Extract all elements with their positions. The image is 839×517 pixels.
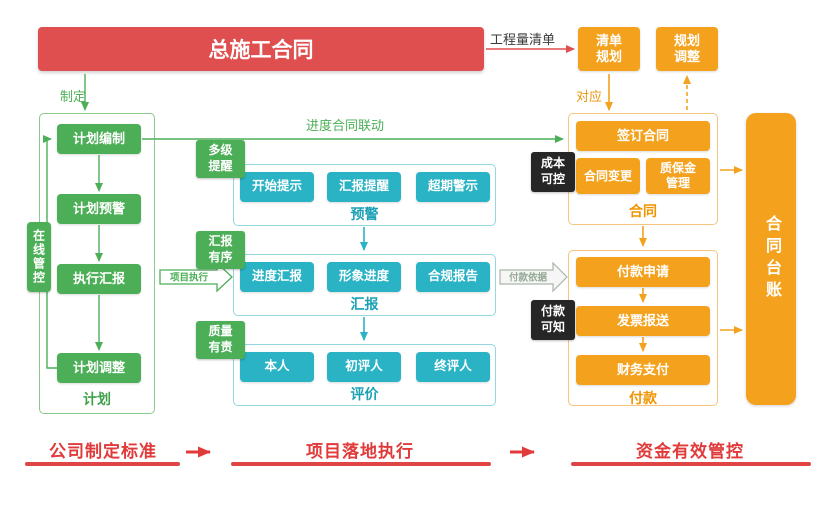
warning-group-frame bbox=[233, 164, 496, 226]
main-contract-banner: 总施工合同 bbox=[38, 27, 484, 71]
node-final-reviewer: 终评人 bbox=[416, 352, 490, 382]
tag-cost-control: 成本可控 bbox=[531, 152, 575, 192]
node-plan-compile: 计划编制 bbox=[57, 124, 141, 154]
node-report-remind: 汇报提醒 bbox=[327, 172, 401, 202]
tag-orderly-report: 汇报有序 bbox=[196, 231, 245, 269]
node-payment-apply: 付款申请 bbox=[576, 257, 710, 287]
node-list-planning: 清单规划 bbox=[578, 27, 640, 71]
node-retention-mgmt: 质保金管理 bbox=[646, 158, 710, 194]
step-underline-1 bbox=[25, 462, 180, 466]
node-contract-ledger: 合同台账 bbox=[746, 113, 796, 405]
pay-basis-label: 付款依据 bbox=[509, 272, 548, 284]
node-contract-change: 合同变更 bbox=[576, 158, 640, 194]
tag-quality-duty: 质量有责 bbox=[196, 321, 245, 359]
caption-report: 汇报 bbox=[350, 296, 379, 312]
node-start-prompt: 开始提示 bbox=[240, 172, 314, 202]
pay-basis-block-arrow bbox=[499, 261, 568, 293]
step-underline-2 bbox=[231, 462, 491, 466]
tag-online-control: 在线管控 bbox=[27, 222, 51, 292]
exec-arrow-label: 项目执行 bbox=[170, 272, 209, 284]
label-boq: 工程量清单 bbox=[490, 32, 556, 47]
evaluate-group-frame bbox=[233, 344, 496, 406]
label-progress-link: 进度合同联动 bbox=[305, 118, 384, 133]
node-overdue-alert: 超期警示 bbox=[416, 172, 490, 202]
node-plan-adjustment: 计划调整 bbox=[57, 353, 141, 383]
node-invoice-submit: 发票报送 bbox=[576, 306, 710, 336]
caption-contract: 合同 bbox=[629, 203, 657, 219]
node-plan-adjust: 规划调整 bbox=[656, 27, 718, 71]
node-progress-report: 进度汇报 bbox=[240, 262, 314, 292]
node-first-reviewer: 初评人 bbox=[327, 352, 401, 382]
tag-multi-remind: 多级提醒 bbox=[196, 140, 245, 178]
caption-payment: 付款 bbox=[629, 390, 657, 406]
node-compliance-report: 合规报告 bbox=[416, 262, 490, 292]
caption-evaluate: 评价 bbox=[350, 386, 379, 402]
tag-payment-known: 付款可知 bbox=[531, 300, 575, 340]
step-fund-control: 资金有效管控 bbox=[636, 442, 744, 461]
report-group-frame bbox=[233, 254, 496, 316]
label-make: 制定 bbox=[60, 89, 87, 104]
node-sign-contract: 签订合同 bbox=[576, 121, 710, 151]
node-finance-pay: 财务支付 bbox=[576, 355, 710, 385]
caption-warning: 预警 bbox=[350, 206, 379, 222]
node-plan-warning: 计划预警 bbox=[57, 194, 141, 224]
node-image-progress: 形象进度 bbox=[327, 262, 401, 292]
caption-plan: 计划 bbox=[83, 391, 111, 407]
step-underline-3 bbox=[571, 462, 811, 466]
node-self: 本人 bbox=[240, 352, 314, 382]
label-correspond: 对应 bbox=[576, 89, 603, 104]
step-project-execution: 项目落地执行 bbox=[306, 442, 414, 461]
step-company-standard: 公司制定标准 bbox=[49, 442, 157, 461]
node-exec-report: 执行汇报 bbox=[57, 264, 141, 294]
